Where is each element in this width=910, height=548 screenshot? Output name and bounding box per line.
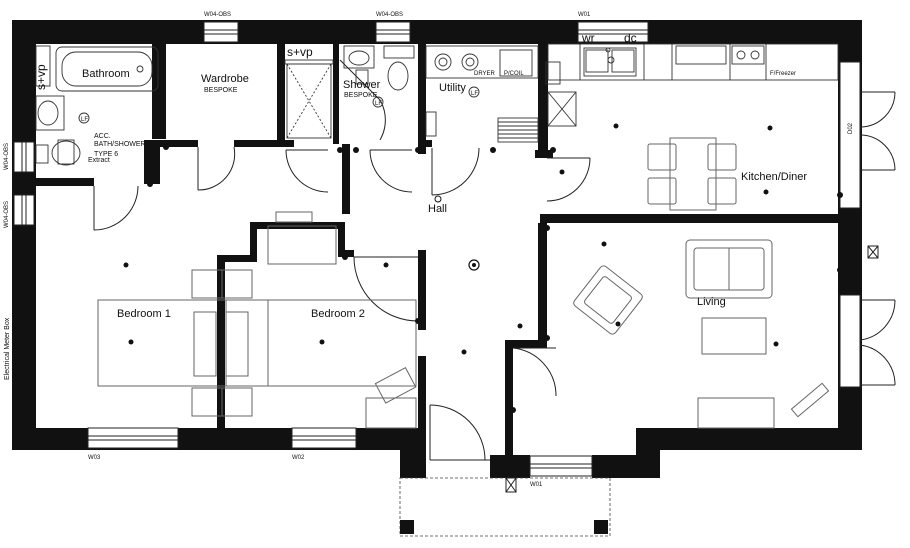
shower-fixtures: [284, 45, 415, 139]
lf-label-shower: LF: [375, 101, 382, 107]
window-label-w01-bottom: W01: [530, 482, 543, 488]
utility-fixtures: [425, 45, 577, 143]
kitchen-fixtures: [547, 43, 839, 81]
dining-set: [647, 137, 737, 211]
svp-label-shower: s+vp: [287, 45, 313, 59]
entrance-porch: [399, 477, 611, 537]
lf-label-bathroom: LF: [81, 117, 88, 123]
freezer-label: F/Freezer: [770, 71, 796, 77]
window-label-w04-a: W04-OBS: [204, 12, 231, 18]
bedroom-2-label: Bedroom 2: [311, 308, 365, 320]
door-swings: [93, 59, 591, 461]
extract-label: Extract: [88, 157, 110, 164]
bedroom-1-label: Bedroom 1: [117, 308, 171, 320]
bathroom-label: Bathroom: [82, 68, 130, 80]
door-label-d02: D02: [848, 122, 854, 134]
window-label-w01-top: W01: [578, 12, 591, 18]
shower-sub-label: BESPOKE: [344, 92, 378, 99]
wr-label: wr: [581, 31, 595, 45]
shower-label: Shower: [343, 79, 381, 91]
living-furniture: [573, 239, 830, 429]
meter-box-label: Electrical Meter Box: [4, 317, 11, 380]
french-doors: [859, 91, 896, 386]
acc-label: ACC.: [94, 133, 111, 140]
room-labels: Bathroom Wardrobe BESPOKE Shower BESPOKE…: [82, 68, 807, 320]
hall-label: Hall: [428, 203, 447, 215]
external-walls: [12, 20, 862, 478]
pcoil-label: P/COIL: [504, 71, 524, 77]
window-label-w04-d: W04-OBS: [4, 201, 10, 228]
living-label: Living: [697, 296, 726, 308]
bath-shower-label: BATH/SHOWER: [94, 141, 146, 148]
window-label-w04-b: W04-OBS: [376, 12, 403, 18]
dc-label: dc: [624, 31, 637, 45]
kitchen-diner-label: Kitchen/Diner: [741, 171, 807, 183]
window-labels: W04-OBS W04-OBS W01 W04-OBS W04-OBS W03 …: [4, 12, 854, 488]
type-label: TYPE 6: [94, 151, 118, 158]
annotation-labels: ACC. BATH/SHOWER TYPE 6 Extract s+vp s+v…: [4, 31, 796, 380]
wardrobe-sub-label: BESPOKE: [204, 87, 238, 94]
bedroom-furniture: [97, 211, 417, 429]
dryer-label: DRYER: [474, 71, 496, 77]
window-label-w04-c: W04-OBS: [4, 143, 10, 170]
window-label-w03: W03: [88, 455, 101, 461]
lf-label-utility: LF: [471, 91, 478, 97]
windows: [13, 21, 861, 477]
bathroom-fixtures: [35, 45, 159, 166]
utility-label: Utility: [439, 82, 466, 94]
internal-walls: [36, 44, 840, 456]
electrical-points: [123, 123, 843, 413]
wardrobe-label: Wardrobe: [201, 73, 249, 85]
window-label-w02: W02: [292, 455, 305, 461]
svp-label-bathroom: s+vp: [34, 64, 48, 90]
